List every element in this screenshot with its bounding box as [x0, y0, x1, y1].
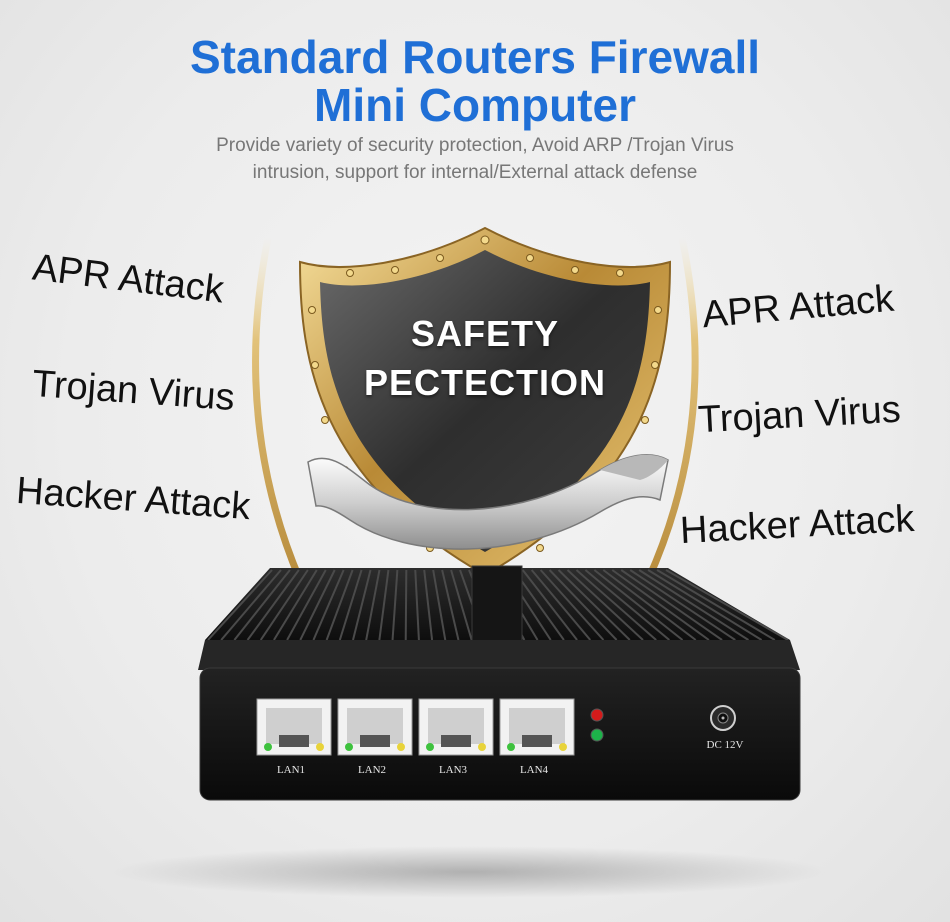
- heatsink-fin: [273, 569, 318, 641]
- subtitle-line2: intrusion, support for internal/External…: [252, 162, 698, 183]
- heatsink-fin: [656, 569, 776, 641]
- heatsink-fin: [286, 569, 327, 641]
- heatsink-fin: [584, 569, 671, 641]
- lan-port-2: [337, 698, 413, 756]
- green-led-icon: [590, 728, 604, 742]
- heatsink-fin: [539, 569, 605, 641]
- heatsink-fin: [548, 569, 618, 641]
- red-led-icon: [590, 708, 604, 722]
- gold-arc-left: [252, 237, 304, 582]
- port-label-lan3: LAN3: [438, 764, 468, 776]
- heatsink-fin: [450, 569, 473, 641]
- heatsink-fin: [365, 569, 381, 641]
- heatsink-fin: [423, 569, 434, 641]
- heatsink-fin: [312, 569, 345, 641]
- heatsink-fin: [414, 569, 420, 641]
- dc-power-jack-icon: [710, 705, 736, 731]
- heatsink-fin: [611, 569, 710, 641]
- heatsink-fin: [338, 569, 363, 641]
- heatsink-fin: [638, 569, 749, 641]
- gold-arc-right: [644, 237, 699, 582]
- heatsink-fin: [352, 569, 372, 641]
- heatsink-fin: [404, 569, 408, 641]
- ribbon-banner: [307, 454, 669, 550]
- heatsink-fin: [233, 569, 291, 641]
- page-title-line1: Standard Routers Firewall: [189, 31, 760, 83]
- shield-text-line1: SAFETY: [410, 313, 559, 354]
- mini-pc-device: [198, 565, 801, 801]
- subtitle-line1: Provide variety of security protection, …: [216, 135, 734, 156]
- heatsink-fin: [391, 569, 399, 641]
- heatsink-fin: [647, 569, 763, 641]
- heatsink-fin: [620, 569, 723, 641]
- heatsink-fin: [207, 569, 273, 641]
- lan-port-3: [418, 698, 494, 756]
- heatsink-fin: [259, 569, 309, 641]
- port-label-lan4: LAN4: [519, 764, 549, 776]
- heatsink-fin: [246, 569, 300, 641]
- shield-text-line2: PECTECTION: [363, 362, 606, 403]
- heatsink-fin: [665, 569, 789, 641]
- port-label-lan1: LAN1: [276, 764, 306, 776]
- power-label: DC 12V: [706, 739, 744, 751]
- heatsink-fin: [575, 569, 657, 641]
- heatsink-fin: [521, 569, 578, 641]
- heatsink-fin: [530, 569, 592, 641]
- heatsink-fin: [220, 569, 282, 641]
- heatsink-fin: [325, 569, 354, 641]
- heatsink-fin: [629, 569, 736, 641]
- heatsink-fin: [378, 569, 390, 641]
- heatsink-fin: [602, 569, 697, 641]
- page-title-line2: Mini Computer: [314, 79, 636, 131]
- lan-port-4: [499, 698, 575, 756]
- heatsink-fin: [557, 569, 631, 641]
- heatsink-fin: [432, 569, 447, 641]
- port-label-lan2: LAN2: [357, 764, 387, 776]
- heatsink-fin: [299, 569, 336, 641]
- lan-port-1: [256, 698, 332, 756]
- heatsink-fin: [566, 569, 644, 641]
- heatsink-fin: [441, 569, 460, 641]
- heatsink-fin: [593, 569, 684, 641]
